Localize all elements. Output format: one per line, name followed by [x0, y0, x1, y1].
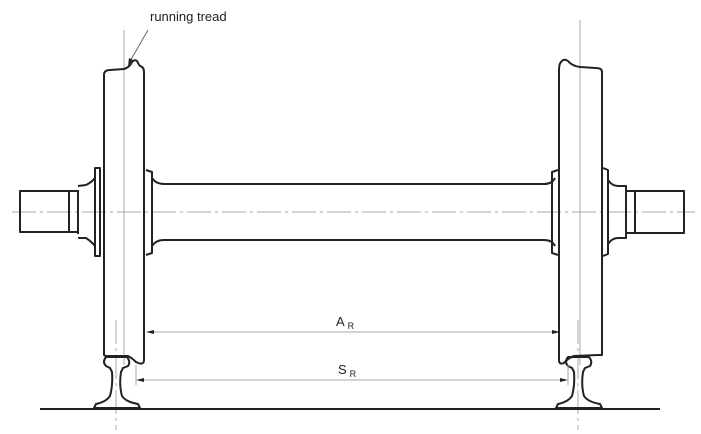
dimension-s-main: S: [338, 362, 347, 377]
right-inner-hub: [551, 169, 559, 256]
left-wheel: [103, 59, 145, 365]
dimension-s-r: [135, 365, 569, 385]
left-rail: [93, 356, 141, 409]
right-journal: [602, 167, 685, 257]
axle-body: [151, 177, 556, 247]
dimension-a-main: A: [336, 314, 345, 329]
running-tread-label: running tread: [150, 9, 227, 24]
left-inner-hub: [145, 169, 153, 256]
dimension-a-r: [146, 330, 560, 334]
dimension-s-sub: R: [349, 369, 357, 379]
right-rail: [555, 356, 603, 409]
left-journal: [19, 167, 101, 257]
dimension-a-sub: R: [347, 321, 355, 331]
running-tread-leader: [128, 29, 149, 64]
